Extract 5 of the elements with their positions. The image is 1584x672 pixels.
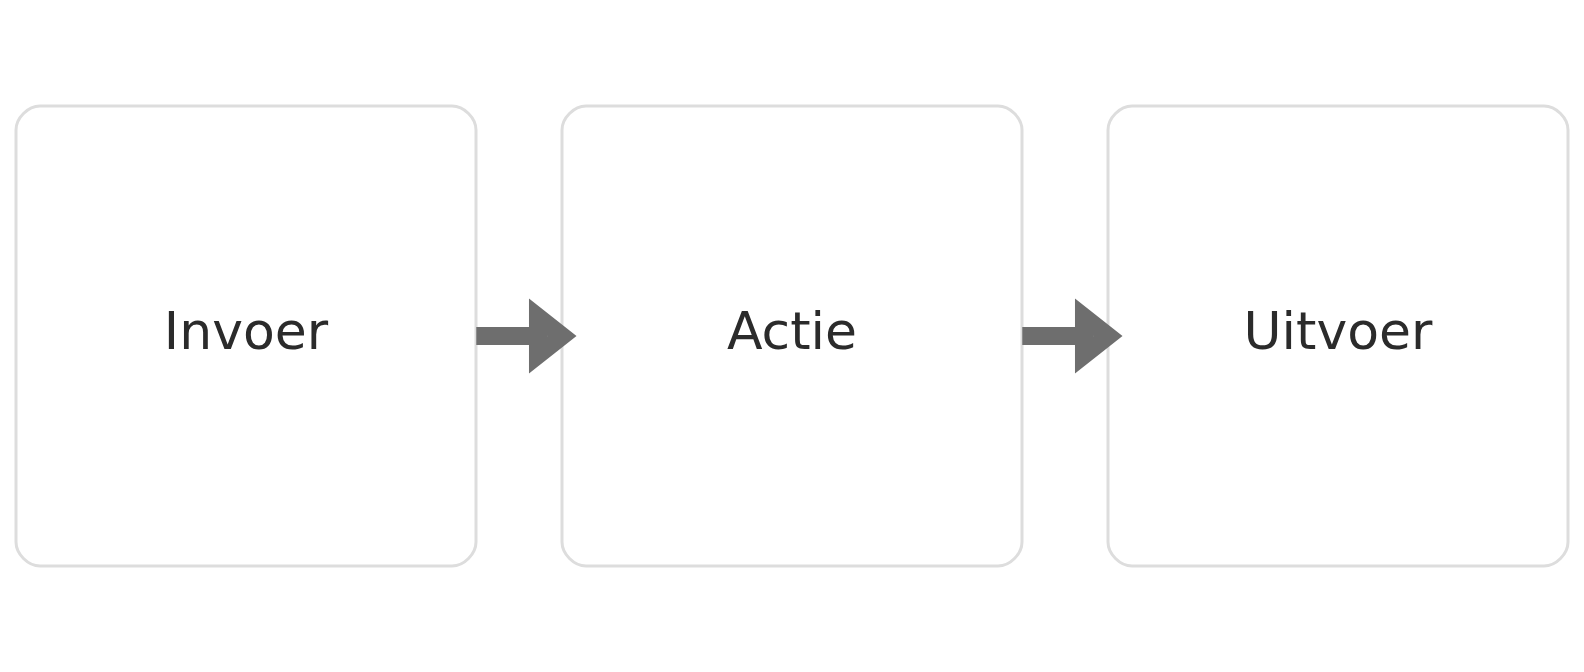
node-box: Actie — [560, 104, 1024, 568]
node-box: Uitvoer — [1106, 104, 1570, 568]
arrow — [1022, 298, 1123, 374]
node-box: Invoer — [14, 104, 478, 568]
arrow — [476, 298, 577, 374]
